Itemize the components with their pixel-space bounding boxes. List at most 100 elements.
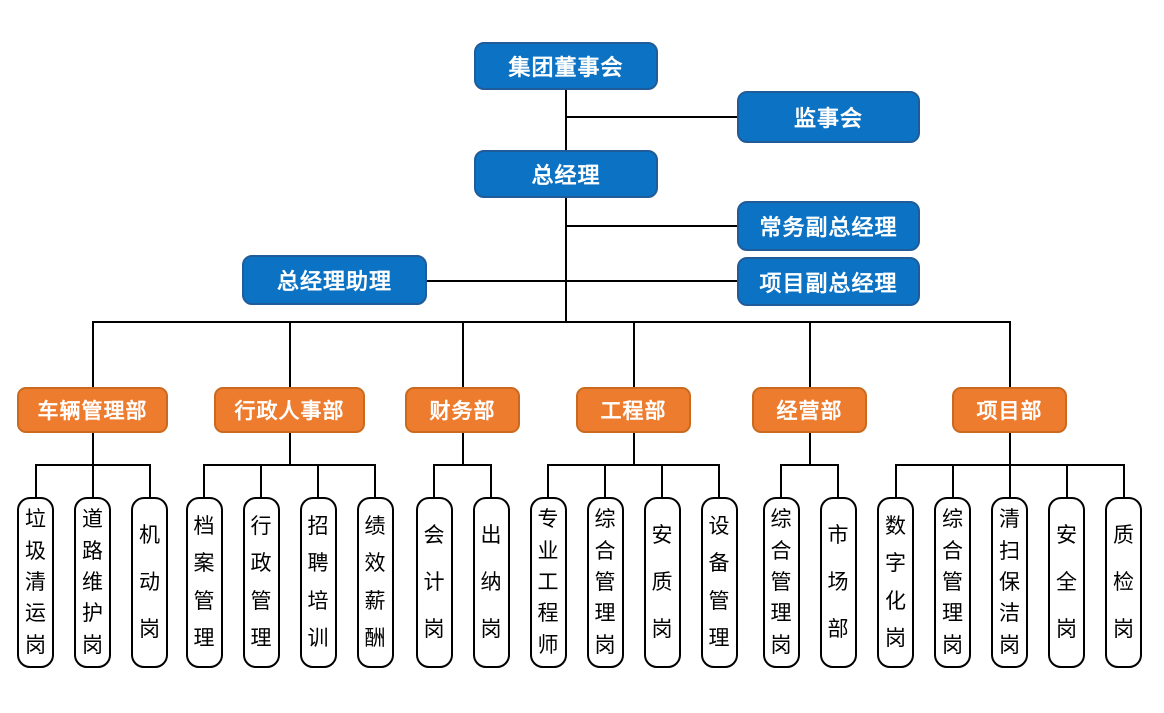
connector-line xyxy=(547,464,720,466)
position-node: 市场部 xyxy=(819,497,857,668)
position-label: 设备管理 xyxy=(708,514,730,651)
node-label: 总经理助理 xyxy=(276,269,392,294)
position-label: 安全岗 xyxy=(1056,524,1077,641)
position-node: 会计岗 xyxy=(415,497,453,668)
node-label: 监事会 xyxy=(793,106,863,131)
node-label: 行政人事部 xyxy=(234,400,345,423)
position-node: 数字化岗 xyxy=(877,497,914,668)
position-node: 绩效薪酬 xyxy=(356,497,394,668)
node-group-board: 集团董事会 xyxy=(474,42,658,90)
node-gm-assistant: 总经理助理 xyxy=(242,255,427,305)
connector-line xyxy=(433,465,435,497)
connector-line xyxy=(894,465,897,497)
connector-line xyxy=(148,465,151,497)
connector-line xyxy=(1008,433,1011,465)
connector-line xyxy=(565,198,567,323)
node-label: 财务部 xyxy=(429,400,496,423)
position-node: 招聘培训 xyxy=(299,497,337,668)
node-label: 总经理 xyxy=(531,163,601,188)
node-general-manager: 总经理 xyxy=(474,150,658,198)
connector-line xyxy=(288,433,291,465)
node-label: 项目部 xyxy=(976,400,1043,423)
position-label: 档案管理 xyxy=(193,514,215,651)
node-dept-vehicle-management: 车辆管理部 xyxy=(17,387,168,433)
connector-line xyxy=(317,465,319,497)
position-node: 专业工程师 xyxy=(529,497,567,668)
connector-line xyxy=(565,225,738,227)
position-label: 安质岗 xyxy=(651,524,673,641)
position-label: 专业工程师 xyxy=(537,508,559,657)
connector-line xyxy=(461,433,464,465)
connector-line xyxy=(547,465,549,497)
connector-line xyxy=(565,90,567,150)
position-node: 清扫保洁岗 xyxy=(991,497,1028,668)
node-dept-operations: 经营部 xyxy=(752,387,867,433)
connector-line xyxy=(808,322,811,387)
connector-line xyxy=(34,464,151,466)
node-dept-admin-hr: 行政人事部 xyxy=(214,387,365,433)
connector-line xyxy=(490,465,492,497)
connector-line xyxy=(203,464,376,466)
position-node: 出纳岗 xyxy=(472,497,510,668)
connector-line xyxy=(718,465,720,497)
position-node: 设备管理 xyxy=(700,497,738,668)
position-node: 档案管理 xyxy=(185,497,223,668)
position-node: 安质岗 xyxy=(643,497,681,668)
position-node: 垃圾清运岗 xyxy=(17,497,54,668)
position-label: 垃圾清运岗 xyxy=(25,508,46,657)
position-label: 综合管理岗 xyxy=(770,508,792,657)
position-label: 行政管理 xyxy=(250,514,272,651)
position-label: 会计岗 xyxy=(423,524,445,641)
connector-line xyxy=(661,465,663,497)
position-label: 出纳岗 xyxy=(480,524,502,641)
node-label: 项目副总经理 xyxy=(759,270,898,296)
connector-line xyxy=(1008,465,1011,497)
connector-line xyxy=(808,433,811,465)
connector-line xyxy=(1008,322,1011,387)
connector-line xyxy=(374,465,376,497)
connector-line xyxy=(91,322,94,387)
position-label: 数字化岗 xyxy=(885,514,906,651)
connector-line xyxy=(632,433,635,465)
node-label: 工程部 xyxy=(600,400,667,423)
node-label: 集团董事会 xyxy=(508,55,624,80)
position-label: 机动岗 xyxy=(139,524,160,641)
position-label: 综合管理岗 xyxy=(942,508,963,657)
position-node: 机动岗 xyxy=(131,497,168,668)
position-node: 综合管理岗 xyxy=(586,497,624,668)
node-project-deputy-gm: 项目副总经理 xyxy=(737,257,920,306)
connector-line xyxy=(461,322,464,387)
connector-line xyxy=(632,322,635,387)
position-node: 综合管理岗 xyxy=(934,497,971,668)
node-dept-engineering: 工程部 xyxy=(576,387,691,433)
connector-line xyxy=(34,465,37,497)
position-label: 道路维护岗 xyxy=(82,508,103,657)
connector-line xyxy=(288,322,291,387)
connector-line xyxy=(894,464,1125,466)
node-dept-project: 项目部 xyxy=(952,387,1067,433)
connector-line xyxy=(1065,465,1068,497)
position-node: 道路维护岗 xyxy=(74,497,111,668)
node-label: 常务副总经理 xyxy=(759,215,898,240)
position-label: 招聘培训 xyxy=(307,514,329,651)
connector-line xyxy=(951,465,954,497)
position-node: 安全岗 xyxy=(1048,497,1085,668)
connector-line xyxy=(604,465,606,497)
position-label: 绩效薪酬 xyxy=(364,514,386,651)
position-label: 清扫保洁岗 xyxy=(999,508,1020,657)
connector-line xyxy=(203,465,205,497)
position-node: 综合管理岗 xyxy=(762,497,800,668)
connector-line xyxy=(426,280,738,282)
node-label: 经营部 xyxy=(776,400,843,423)
connector-line xyxy=(91,433,94,465)
connector-line xyxy=(837,465,839,497)
position-label: 市场部 xyxy=(827,524,849,641)
node-supervisory-board: 监事会 xyxy=(737,91,920,143)
position-node: 质检岗 xyxy=(1105,497,1142,668)
node-dept-finance: 财务部 xyxy=(405,387,520,433)
connector-line xyxy=(260,465,262,497)
connector-line xyxy=(91,465,94,497)
connector-line xyxy=(780,465,782,497)
connector-line xyxy=(1122,465,1125,497)
